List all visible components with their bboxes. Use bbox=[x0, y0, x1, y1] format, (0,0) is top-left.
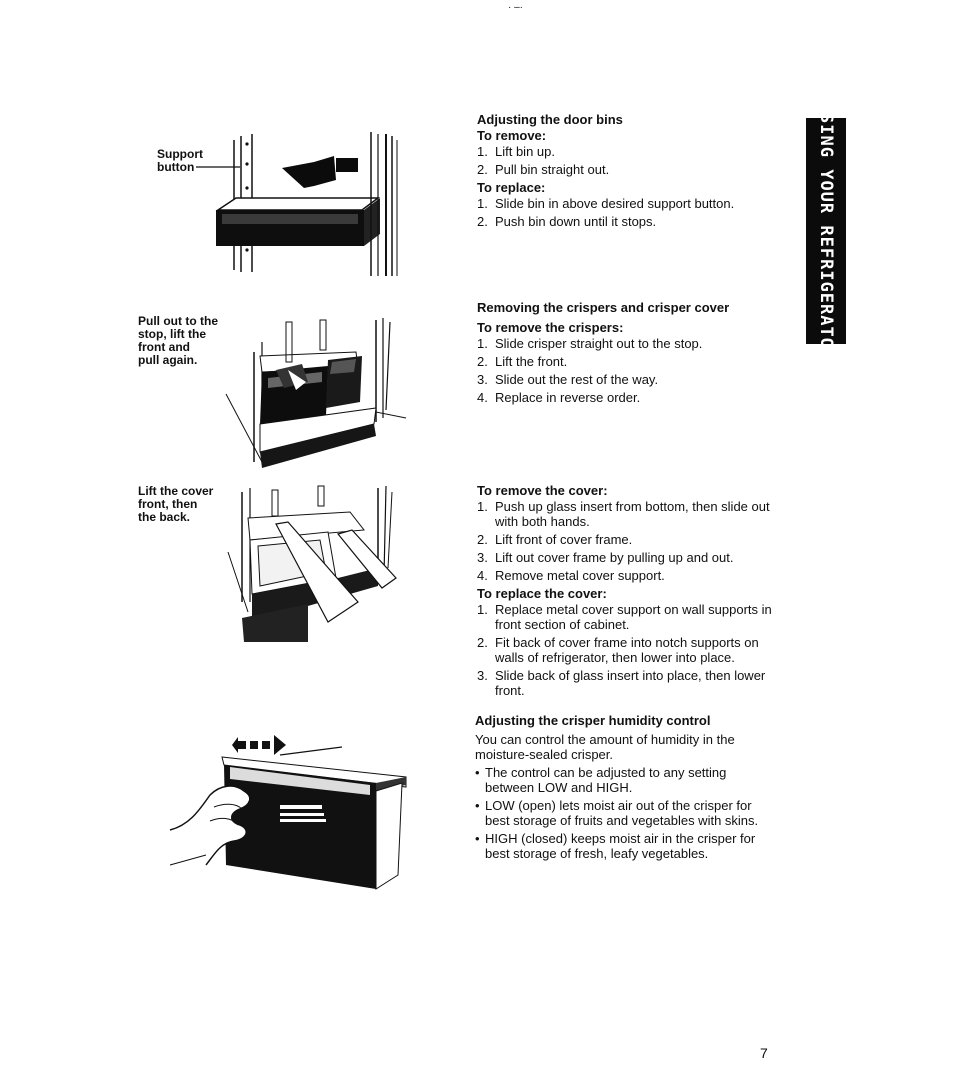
list-item: 3. Lift out cover frame by pulling up and… bbox=[477, 550, 772, 565]
crispers-caption: Pull out to the stop, lift the front and… bbox=[138, 315, 218, 367]
step-text: Lift front of cover frame. bbox=[495, 532, 633, 547]
list-item: 1. Replace metal cover support on wall su… bbox=[477, 602, 772, 632]
humidity-bullets: • The control can be adjusted to any sett… bbox=[475, 765, 775, 861]
subheading: To remove: bbox=[477, 128, 547, 143]
caption-line: the back. bbox=[138, 510, 191, 524]
list-item: • LOW (open) lets moist air out of the cr… bbox=[475, 798, 775, 828]
cover-section: To remove the cover: 1. Push up glass ins… bbox=[477, 483, 772, 701]
remove-steps: 1. Slide crisper straight out to the stop… bbox=[477, 336, 777, 405]
list-item: 4. Replace in reverse order. bbox=[477, 390, 777, 405]
bullet-dot: • bbox=[475, 831, 480, 846]
step-text: Remove metal cover support. bbox=[495, 568, 665, 583]
step-text: Fit back of cover frame into notch suppo… bbox=[495, 635, 759, 665]
caption-line: front and bbox=[138, 340, 190, 354]
caption-line: stop, lift the bbox=[138, 327, 206, 341]
step-number: 1. bbox=[477, 144, 488, 159]
section-title: Adjusting the door bins bbox=[477, 112, 623, 127]
replace-steps: 1. Replace metal cover support on wall su… bbox=[477, 602, 772, 698]
step-text: Lift bin up. bbox=[495, 144, 555, 159]
step-text: Push up glass insert from bottom, then s… bbox=[495, 499, 770, 529]
step-text: Slide out the rest of the way. bbox=[495, 372, 659, 387]
step-number: 2. bbox=[477, 162, 488, 177]
caption-line: Support bbox=[157, 147, 203, 161]
step-number: 1. bbox=[477, 196, 488, 211]
bullet-dot: • bbox=[475, 798, 480, 813]
caption-line: front, then bbox=[138, 497, 198, 511]
step-number: 1. bbox=[477, 602, 488, 617]
step-number: 3. bbox=[477, 668, 488, 683]
side-tab-label: USING YOUR REFRIGERATOR bbox=[816, 101, 836, 361]
subheading: To replace the cover: bbox=[477, 586, 607, 601]
step-number: 3. bbox=[477, 550, 488, 565]
list-item: 1. Slide crisper straight out to the stop… bbox=[477, 336, 777, 351]
door-bin-illustration bbox=[196, 132, 398, 276]
intro-text: You can control the amount of humidity i… bbox=[475, 732, 735, 762]
crispers-section: Removing the crispers and crisper cover … bbox=[477, 300, 777, 408]
list-item: 3. Slide out the rest of the way. bbox=[477, 372, 777, 387]
caption-line: pull again. bbox=[138, 353, 198, 367]
cover-caption: Lift the cover front, then the back. bbox=[138, 485, 213, 524]
top-mark: · –· bbox=[508, 2, 523, 13]
list-item: • The control can be adjusted to any sett… bbox=[475, 765, 775, 795]
step-number: 3. bbox=[477, 372, 488, 387]
list-item: 1. Lift bin up. bbox=[477, 144, 777, 159]
page-number: 7 bbox=[760, 1045, 768, 1061]
step-text: Lift the front. bbox=[495, 354, 568, 369]
caption-line: Lift the cover bbox=[138, 484, 214, 498]
step-text: Slide crisper straight out to the stop. bbox=[495, 336, 703, 351]
step-number: 2. bbox=[477, 635, 488, 650]
step-number: 2. bbox=[477, 532, 488, 547]
step-text: Lift out cover frame by pulling up and o… bbox=[495, 550, 734, 565]
bullet-dot: • bbox=[475, 765, 480, 780]
bullet-text: The control can be adjusted to any setti… bbox=[485, 765, 727, 795]
step-text: Slide back of glass insert into place, t… bbox=[495, 668, 766, 698]
step-number: 2. bbox=[477, 214, 488, 229]
list-item: 2. Pull bin straight out. bbox=[477, 162, 777, 177]
list-item: 2. Lift front of cover frame. bbox=[477, 532, 772, 547]
step-number: 4. bbox=[477, 568, 488, 583]
subheading: To replace: bbox=[477, 180, 546, 195]
step-text: Pull bin straight out. bbox=[495, 162, 610, 177]
step-text: Replace metal cover support on wall supp… bbox=[495, 602, 772, 632]
list-item: 1. Push up glass insert from bottom, then… bbox=[477, 499, 772, 529]
list-item: 2. Push bin down until it stops. bbox=[477, 214, 777, 229]
remove-steps: 1. Push up glass insert from bottom, then… bbox=[477, 499, 772, 583]
step-number: 1. bbox=[477, 336, 488, 351]
door-bins-section: Adjusting the door bins To remove: 1. Lif… bbox=[477, 112, 777, 232]
step-number: 2. bbox=[477, 354, 488, 369]
list-item: 3. Slide back of glass insert into place,… bbox=[477, 668, 772, 698]
bullet-text: HIGH (closed) keeps moist air in the cri… bbox=[485, 831, 756, 861]
step-number: 1. bbox=[477, 499, 488, 514]
cover-illustration bbox=[227, 485, 397, 642]
step-text: Replace in reverse order. bbox=[495, 390, 641, 405]
bullet-text: LOW (open) lets moist air out of the cri… bbox=[485, 798, 759, 828]
step-text: Slide bin in above desired support butto… bbox=[495, 196, 735, 211]
step-text: Push bin down until it stops. bbox=[495, 214, 657, 229]
humidity-control-illustration bbox=[169, 735, 407, 890]
caption-line: Pull out to the bbox=[138, 314, 218, 328]
subheading: To remove the cover: bbox=[477, 483, 608, 498]
side-tab: USING YOUR REFRIGERATOR bbox=[806, 102, 846, 360]
humidity-section: Adjusting the crisper humidity control Y… bbox=[475, 713, 775, 864]
section-title: Removing the crispers and crisper cover bbox=[477, 300, 730, 315]
remove-steps: 1. Lift bin up. 2. Pull bin straight out. bbox=[477, 144, 777, 177]
list-item: 2. Lift the front. bbox=[477, 354, 777, 369]
caption-line: button bbox=[157, 160, 195, 174]
list-item: • HIGH (closed) keeps moist air in the cr… bbox=[475, 831, 775, 861]
support-button-caption: Support button bbox=[157, 148, 203, 174]
step-number: 4. bbox=[477, 390, 488, 405]
replace-steps: 1. Slide bin in above desired support but… bbox=[477, 196, 777, 229]
list-item: 4. Remove metal cover support. bbox=[477, 568, 772, 583]
subheading: To remove the crispers: bbox=[477, 320, 624, 335]
crispers-illustration bbox=[225, 318, 407, 468]
list-item: 2. Fit back of cover frame into notch sup… bbox=[477, 635, 772, 665]
list-item: 1. Slide bin in above desired support but… bbox=[477, 196, 777, 211]
section-title: Adjusting the crisper humidity control bbox=[475, 713, 711, 728]
